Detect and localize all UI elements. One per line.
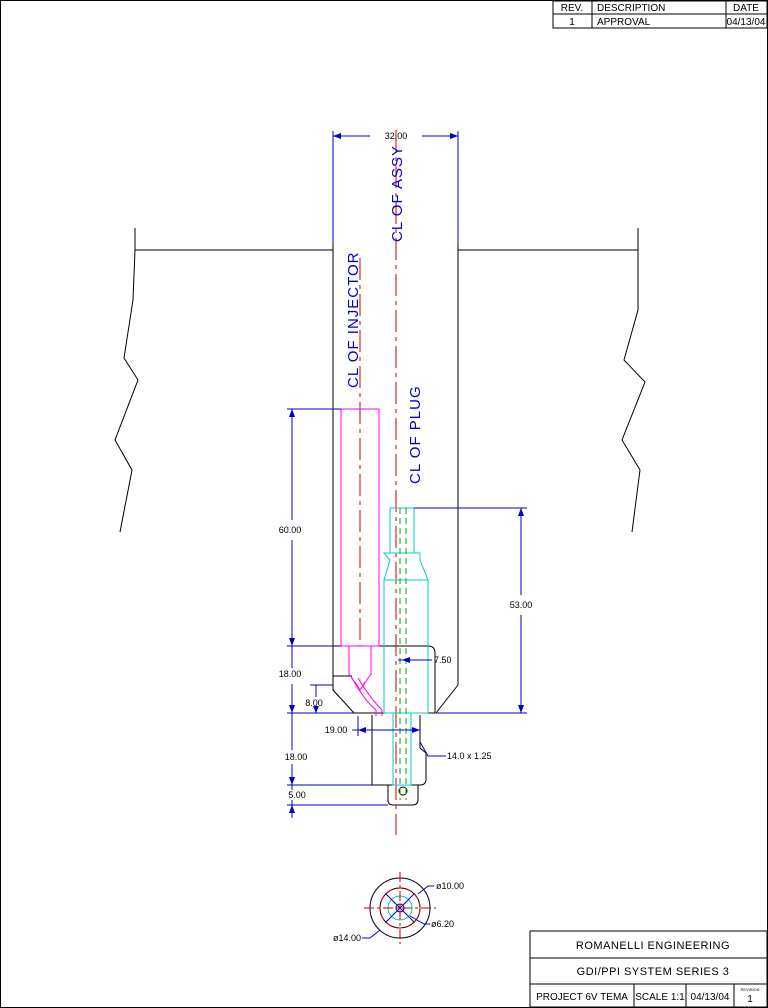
dim-tip-height — [287, 785, 388, 818]
dim-step-height — [310, 684, 333, 713]
dim-thread-height-text: 18.00 — [285, 752, 308, 762]
dim-step-width — [352, 716, 420, 736]
cl-assy-label: CL OF ASSY — [389, 145, 406, 242]
dim-thread-spec — [419, 741, 446, 757]
dim-thread-height — [287, 713, 372, 786]
dim-lower-height — [287, 646, 354, 714]
dim-injector-length — [287, 408, 341, 647]
cl-plug-label: CL OF PLUG — [407, 385, 424, 484]
plug-body — [382, 507, 429, 786]
dim-dia-10-text: ø10.00 — [436, 881, 464, 891]
description-header: DESCRIPTION — [597, 3, 665, 14]
revision-value: 1 — [747, 994, 753, 1005]
rev-header: REV. — [561, 3, 583, 14]
dim-offset — [398, 657, 432, 663]
date-value: 04/13/04 — [727, 17, 766, 28]
description-value: APPROVAL — [597, 17, 651, 28]
revision-table — [552, 0, 768, 29]
project-name: PROJECT 6V TEMA — [536, 992, 628, 1003]
end-view-leaders — [362, 885, 434, 939]
bore-outline — [332, 250, 459, 714]
dim-thread-spec-text: 14.0 x 1.25 — [447, 751, 492, 761]
scale-value: SCALE 1:1 — [635, 992, 685, 1003]
cl-injector-label: CL OF INJECTOR — [345, 251, 362, 388]
date-header: DATE — [733, 3, 759, 14]
dim-plug-length — [414, 507, 527, 714]
dim-lower-height-text: 18.00 — [279, 669, 302, 679]
dim-top-width-text: 32.00 — [385, 131, 408, 141]
dim-tip-height-text: 5.00 — [288, 790, 306, 800]
dim-offset-text: 7.50 — [434, 655, 452, 665]
end-view — [364, 872, 436, 944]
title-date: 04/13/04 — [691, 992, 730, 1003]
company-name: ROMANELLI ENGINEERING — [576, 940, 730, 952]
head-section-right — [457, 228, 646, 533]
plug-centerlines — [399, 508, 407, 800]
rev-value: 1 — [569, 17, 575, 28]
head-section-left — [114, 228, 334, 533]
dim-dia-14-text: ø14.00 — [333, 933, 361, 943]
dim-top-width — [332, 131, 459, 244]
system-name: GDI/PPI SYSTEM SERIES 3 — [577, 966, 730, 978]
revision-label: REVISION — [740, 987, 759, 992]
title-block — [529, 930, 768, 1008]
injector-body — [340, 408, 383, 716]
dim-injector-length-text: 60.00 — [279, 525, 302, 535]
dim-step-height-text: 8.00 — [305, 698, 323, 708]
dim-step-width-text: 19.00 — [325, 725, 348, 735]
dim-dia-6-text: ø6.20 — [431, 919, 454, 929]
dim-plug-length-text: 53.00 — [510, 600, 533, 610]
